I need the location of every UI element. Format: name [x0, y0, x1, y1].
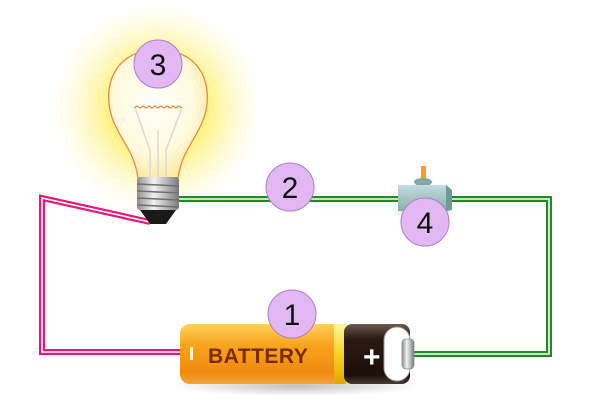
negative-wire	[39, 194, 182, 355]
label-marker-4: 4	[400, 197, 450, 247]
label-3-text: 3	[150, 49, 167, 82]
label-4-text: 4	[417, 207, 434, 240]
label-marker-1: 1	[267, 289, 317, 339]
battery-negative-mark	[190, 347, 193, 360]
label-1-text: 1	[284, 299, 301, 332]
bulb-filament	[133, 105, 183, 109]
bulb-contact	[140, 210, 176, 224]
label-2-text: 2	[282, 172, 299, 205]
bulb-supports	[134, 107, 183, 178]
battery-positive-terminal	[401, 338, 415, 370]
light-bulb	[108, 49, 208, 224]
switch-knob	[414, 178, 432, 186]
bulb-threads	[136, 183, 180, 208]
label-marker-2: 2	[265, 162, 315, 212]
battery: BATTERY +	[171, 324, 421, 396]
battery-body	[180, 324, 342, 384]
label-marker-3: 3	[133, 39, 183, 89]
battery-plus-symbol: +	[363, 341, 381, 374]
battery-ring	[334, 324, 346, 384]
battery-label: BATTERY	[208, 345, 308, 368]
switch-lever[interactable]	[421, 166, 426, 182]
